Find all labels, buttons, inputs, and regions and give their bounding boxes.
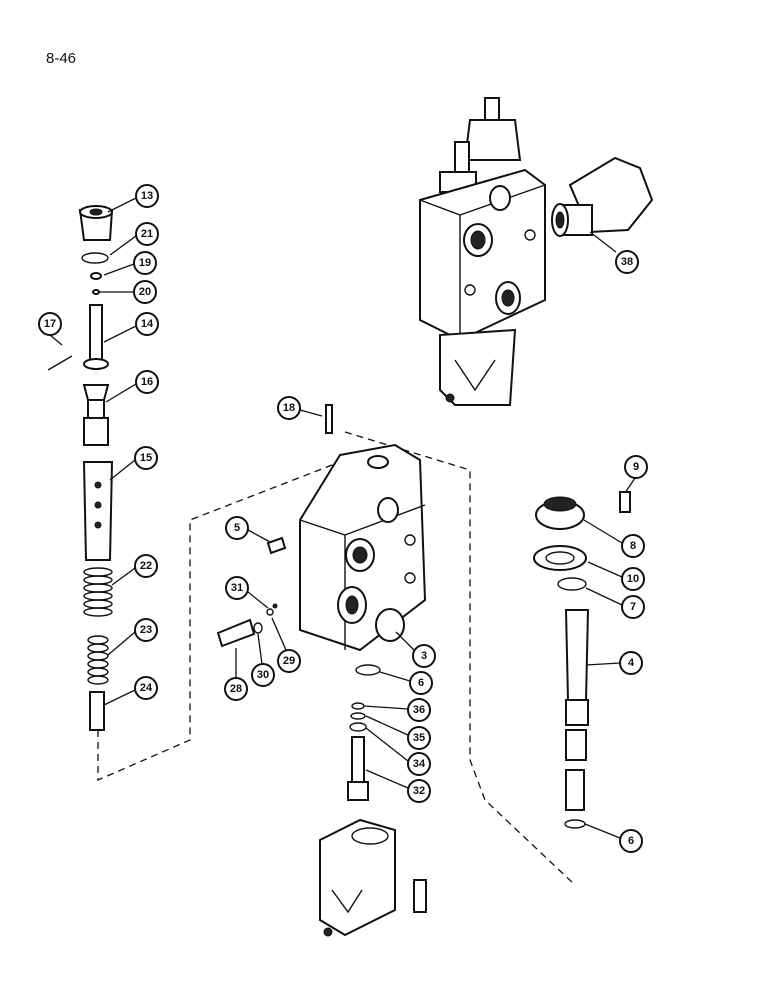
callout-13: 13 (135, 184, 159, 208)
svg-text:35: 35 (413, 732, 425, 744)
callout-29: 29 (277, 649, 301, 673)
callout-35: 35 (407, 726, 431, 750)
callout-10: 10 (621, 567, 645, 591)
callout-22: 22 (134, 554, 158, 578)
callout-15: 15 (134, 446, 158, 470)
callout-30: 30 (251, 663, 275, 687)
svg-text:21: 21 (141, 228, 153, 240)
valve-section-body (299, 404, 427, 652)
svg-text:6: 6 (418, 677, 424, 689)
svg-text:5: 5 (234, 522, 240, 534)
callout-24: 24 (134, 676, 158, 700)
callout-6-right: 6 (619, 829, 643, 853)
svg-text:20: 20 (139, 286, 151, 298)
svg-text:30: 30 (257, 669, 269, 681)
svg-text:18: 18 (283, 402, 295, 414)
svg-text:16: 16 (141, 376, 153, 388)
callout-34: 34 (407, 752, 431, 776)
callout-7: 7 (621, 595, 645, 619)
svg-text:28: 28 (230, 683, 242, 695)
callout-32: 32 (407, 779, 431, 803)
svg-text:15: 15 (140, 452, 152, 464)
callout-21: 21 (135, 222, 159, 246)
assembled-valve-illustration (419, 97, 654, 406)
callout-9: 9 (624, 455, 648, 479)
svg-text:32: 32 (413, 785, 425, 797)
svg-text:3: 3 (421, 650, 427, 662)
callout-28: 28 (224, 677, 248, 701)
svg-text:34: 34 (413, 758, 426, 770)
svg-text:8: 8 (630, 540, 636, 552)
callout-5: 5 (225, 516, 249, 540)
svg-text:22: 22 (140, 560, 152, 572)
callout-6-center: 6 (409, 671, 433, 695)
callout-4: 4 (619, 651, 643, 675)
svg-text:36: 36 (413, 704, 425, 716)
svg-text:31: 31 (231, 582, 243, 594)
callout-36: 36 (407, 698, 431, 722)
leader-lines (49, 197, 636, 839)
right-spool-parts (533, 491, 631, 829)
callout-23: 23 (134, 618, 158, 642)
left-spool-parts (47, 205, 114, 731)
svg-text:10: 10 (627, 573, 639, 585)
page-number: 8-46 (46, 50, 77, 67)
assembly-line-right (344, 431, 576, 886)
callout-17: 17 (38, 312, 62, 336)
callout-3: 3 (412, 644, 436, 668)
callout-8: 8 (621, 534, 645, 558)
svg-text:38: 38 (621, 256, 633, 268)
callout-31: 31 (225, 576, 249, 600)
small-fittings (216, 536, 381, 801)
callout-19: 19 (133, 251, 157, 275)
assembly-line-left (97, 459, 346, 781)
svg-text:14: 14 (141, 318, 154, 330)
svg-text:23: 23 (140, 624, 152, 636)
svg-text:13: 13 (141, 190, 153, 202)
svg-text:29: 29 (283, 655, 295, 667)
callout-38: 38 (615, 250, 639, 274)
svg-text:6: 6 (628, 835, 634, 847)
svg-text:9: 9 (633, 461, 639, 473)
svg-text:7: 7 (630, 601, 636, 613)
svg-text:17: 17 (44, 318, 56, 330)
bottom-cap (319, 818, 427, 937)
callout-20: 20 (133, 280, 157, 304)
callout-14: 14 (135, 312, 159, 336)
svg-text:24: 24 (140, 682, 153, 694)
callout-16: 16 (135, 370, 159, 394)
svg-text:4: 4 (628, 657, 635, 669)
callout-18: 18 (277, 396, 301, 420)
svg-text:19: 19 (139, 257, 151, 269)
